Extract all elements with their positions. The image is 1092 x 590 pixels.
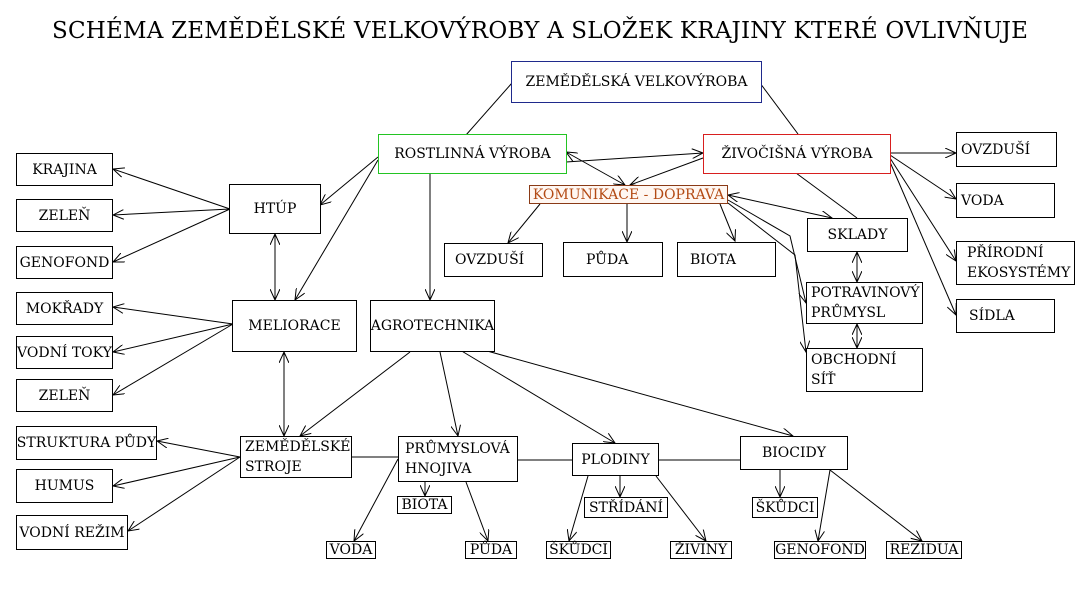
edge-agro-plodiny <box>459 349 615 443</box>
node-biocidy: BIOCIDY <box>740 436 848 470</box>
node-mokrady: MOKŘADY <box>16 292 113 325</box>
edge-htup-krajina <box>113 169 231 210</box>
node-meliorace: MELIORACE <box>232 300 357 352</box>
node-stridani: STŘÍDÁNÍ <box>584 497 668 518</box>
edge-biocidy-genofond2 <box>818 469 831 541</box>
edge-komunikace-sklady <box>728 195 832 218</box>
node-obchodni-sit: OBCHODNÍ SÍŤ <box>806 348 923 392</box>
edge-biocidy-rezidua <box>829 469 922 541</box>
node-ziviny: ŽIVINY <box>670 541 732 559</box>
node-struktura-pudy: STRUKTURA PŮDY <box>16 426 157 460</box>
node-potravinovy-prumysl-line2: PRŮMYSL <box>811 305 886 321</box>
node-sklady: SKLADY <box>807 218 908 252</box>
node-biota-1: BIOTA <box>677 242 776 277</box>
node-skudci-1: ŠKŮDCI <box>546 541 611 559</box>
edge-htup-zelen1 <box>113 208 231 215</box>
edge-stroje-vodni-rezim <box>128 456 241 531</box>
node-zemedelske-stroje-line1: ZEMĚDĚLSKÉ <box>245 439 351 455</box>
edge-main-rostlinna <box>465 82 513 136</box>
node-potravinovy-prumysl-line1: POTRAVINOVÝ <box>811 285 920 301</box>
edge-meliorace-mokrady <box>113 307 234 325</box>
node-prumyslova-hnojiva-line1: PRŮMYSLOVÁ <box>405 441 510 457</box>
node-zemedelska-velkovyroba: ZEMĚDĚLSKÁ VELKOVÝROBA <box>511 61 762 103</box>
edge-komunikace-ovzdusi <box>508 203 541 243</box>
node-puda-2: PŮDA <box>465 541 517 559</box>
edge-rostlinna-meliorace <box>295 159 379 300</box>
node-potravinovy-prumysl: POTRAVINOVÝ PRŮMYSL <box>806 282 923 324</box>
edge-meliorace-vodni-toky <box>113 323 234 352</box>
edge-agro-biocidy <box>479 348 793 436</box>
node-humus: HUMUS <box>16 469 113 503</box>
node-rezidua: REZIDUA <box>886 541 962 559</box>
node-voda-1: VODA <box>956 183 1055 218</box>
edge-htup-genofond1 <box>113 208 231 262</box>
edge-main-zivocisna <box>759 82 799 135</box>
node-prirodni-ekosystemy: PŘÍRODNÍ EKOSYSTÉMY <box>956 241 1075 285</box>
edge-hnojiva-puda <box>465 481 488 541</box>
node-prumyslova-hnojiva: PRŮMYSLOVÁ HNOJIVA <box>398 436 518 482</box>
edge-hnojiva-voda <box>354 458 399 541</box>
edge-plodiny-ziviny <box>655 475 706 541</box>
node-htup: HTÚP <box>229 184 321 234</box>
node-skudci-2: ŠKŮDCI <box>752 497 818 518</box>
node-zelen-2: ZELEŇ <box>16 379 113 412</box>
edge-plodiny-skudci1 <box>569 475 589 541</box>
edge-zivocisna-sidla <box>889 161 956 315</box>
edge-agro-stroje <box>300 351 411 436</box>
node-ovzdusi-2: OVZDUŠÍ <box>956 132 1057 167</box>
edge-zivocisna-komunikace <box>630 157 704 185</box>
node-voda-2: VODA <box>326 541 376 559</box>
edge-zivocisna-voda1 <box>889 154 956 199</box>
edge-komunikace-potravinovy <box>727 199 806 303</box>
edge-agro-hnojiva <box>439 351 458 436</box>
node-zelen-1: ZELEŇ <box>16 199 113 232</box>
node-genofond-1: GENOFOND <box>16 246 113 279</box>
edge-rostlinna-zivocisna <box>565 153 703 163</box>
diagram-title: SCHÉMA ZEMĚDĚLSKÉ VELKOVÝROBY A SLOŽEK K… <box>52 18 1029 44</box>
node-vodni-rezim: VODNÍ REŽIM <box>16 515 128 550</box>
edge-stroje-humus <box>113 456 241 486</box>
node-agrotechnika: AGROTECHNIKA <box>370 300 495 352</box>
node-zemedelske-stroje-line2: STROJE <box>245 459 302 475</box>
node-rostlinna-vyroba: ROSTLINNÁ VÝROBA <box>378 134 567 174</box>
node-prumyslova-hnojiva-line2: HNOJIVA <box>405 461 472 477</box>
node-biota-2: BIOTA <box>397 496 452 514</box>
node-genofond-2: GENOFOND <box>774 541 866 559</box>
node-puda-1: PŮDA <box>563 242 663 277</box>
node-krajina: KRAJINA <box>16 153 113 186</box>
node-prirodni-ekosystemy-line1: PŘÍRODNÍ <box>967 245 1044 261</box>
edge-stroje-struktura <box>157 441 241 458</box>
edge-komunikace-biota <box>719 203 735 241</box>
edge-komunikace-obchodni <box>727 202 806 352</box>
node-komunikace-doprava: KOMUNIKACE - DOPRAVA <box>529 185 728 204</box>
node-sidla: SÍDLA <box>956 299 1055 333</box>
edge-meliorace-zelen2 <box>113 323 234 395</box>
node-vodni-toky: VODNÍ TOKY <box>16 336 113 369</box>
node-obchodni-sit-line1: OBCHODNÍ <box>811 352 897 368</box>
node-ovzdusi-1: OVZDUŠÍ <box>444 243 543 277</box>
edge-zivocisna-ekosystemy <box>889 157 956 261</box>
node-plodiny: PLODINY <box>572 443 659 476</box>
node-obchodni-sit-line2: SÍŤ <box>811 372 836 388</box>
node-zemedelske-stroje: ZEMĚDĚLSKÉ STROJE <box>240 436 352 478</box>
edge-zivocisna-sklady <box>795 172 858 219</box>
edge-rostlinna-htup <box>320 156 379 205</box>
node-zivocisna-vyroba: ŽIVOČIŠNÁ VÝROBA <box>703 134 891 174</box>
edge-rostlinna-komunikace <box>566 152 625 185</box>
node-prirodni-ekosystemy-line2: EKOSYSTÉMY <box>967 265 1071 281</box>
